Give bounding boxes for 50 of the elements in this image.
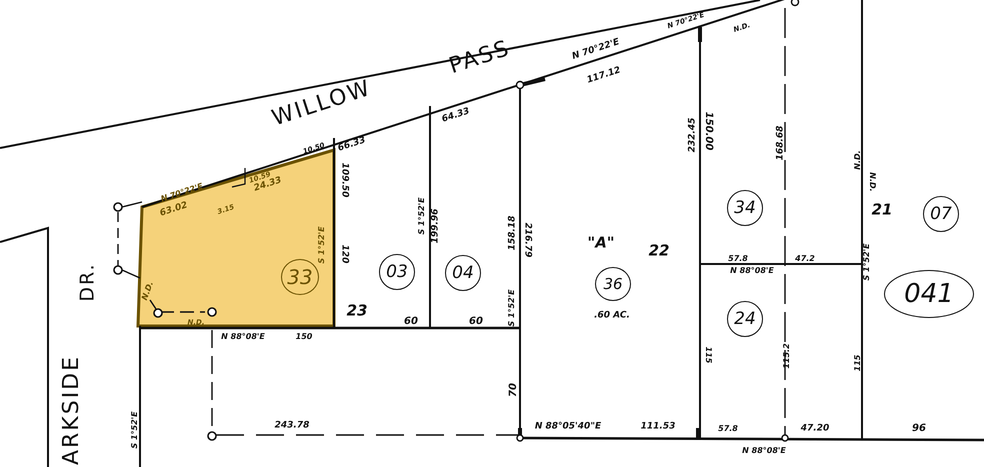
dimension-label: 120 <box>340 244 348 264</box>
dimension-label: 96 <box>912 424 926 434</box>
lot-number: 23 <box>346 304 368 318</box>
note-label: N.D. <box>140 280 156 302</box>
bearing-label: N 88°08'E <box>221 333 265 341</box>
note-label: N.D. <box>868 172 876 192</box>
dimension-label: 64.33 <box>441 107 471 125</box>
parcel-letter: "A" <box>587 236 615 250</box>
dimension-label: 66.33 <box>337 136 367 154</box>
dimension-label: 60 <box>469 317 483 327</box>
dimension-label: 63.02 <box>159 201 189 219</box>
dimension-label: 199.96 <box>432 208 440 244</box>
lot-number: 21 <box>872 202 892 218</box>
street-name: ARKSIDE <box>61 354 83 466</box>
dimension-label: 168.68 <box>776 126 786 160</box>
bearing-label: S 1°52'E <box>508 289 516 327</box>
dimension-label: 150.00 <box>703 112 713 150</box>
dimension-label: 47.20 <box>800 424 830 434</box>
bearing-label: S 1°52'E <box>318 226 326 264</box>
parcel-number-circle: 04 <box>445 255 481 291</box>
parcel-number-circle: 07 <box>923 196 959 232</box>
dimension-label: 47.2 <box>795 255 815 263</box>
dimension-label: 70 <box>509 383 519 397</box>
dimension-label: 232.45 <box>688 118 698 152</box>
dimension-label: 216.79 <box>522 222 532 258</box>
dimension-label: 109.50 <box>340 162 348 198</box>
dimension-label: 158.18 <box>508 216 518 250</box>
bearing-label: S 1°52'E <box>418 197 426 235</box>
area-label: .60 AC. <box>594 312 630 320</box>
parcel-number-circle: 03 <box>379 254 415 290</box>
lot-number: 22 <box>648 244 670 258</box>
bearing-label: N 88°08'E <box>730 267 774 275</box>
dimension-label: 111.53 <box>640 422 676 432</box>
dimension-label: 243.78 <box>274 422 310 430</box>
dimension-label: 150 <box>296 333 312 341</box>
bearing-label: N 88°05'40"E <box>534 422 602 432</box>
dimension-label: 57.8 <box>718 425 738 433</box>
dimension-label: 60 <box>404 317 418 327</box>
bearing-label: N 88°08'E <box>742 447 786 455</box>
note-label: N.D. <box>854 150 862 170</box>
parcel-number-circle: 36 <box>595 267 631 301</box>
dimension-label: 57.8 <box>728 255 748 263</box>
bearing-label: S 1°52'E <box>131 411 139 449</box>
bearing-label: S 1°52'E <box>863 243 871 281</box>
street-name: DR. <box>78 262 98 302</box>
map-number-ellipse: 041 <box>884 270 974 318</box>
parcel-number-circle: 34 <box>727 190 763 226</box>
dimension-label: 115 <box>704 346 712 364</box>
parcel-number-circle: 24 <box>727 301 763 337</box>
dimension-label: 115 <box>854 354 862 372</box>
